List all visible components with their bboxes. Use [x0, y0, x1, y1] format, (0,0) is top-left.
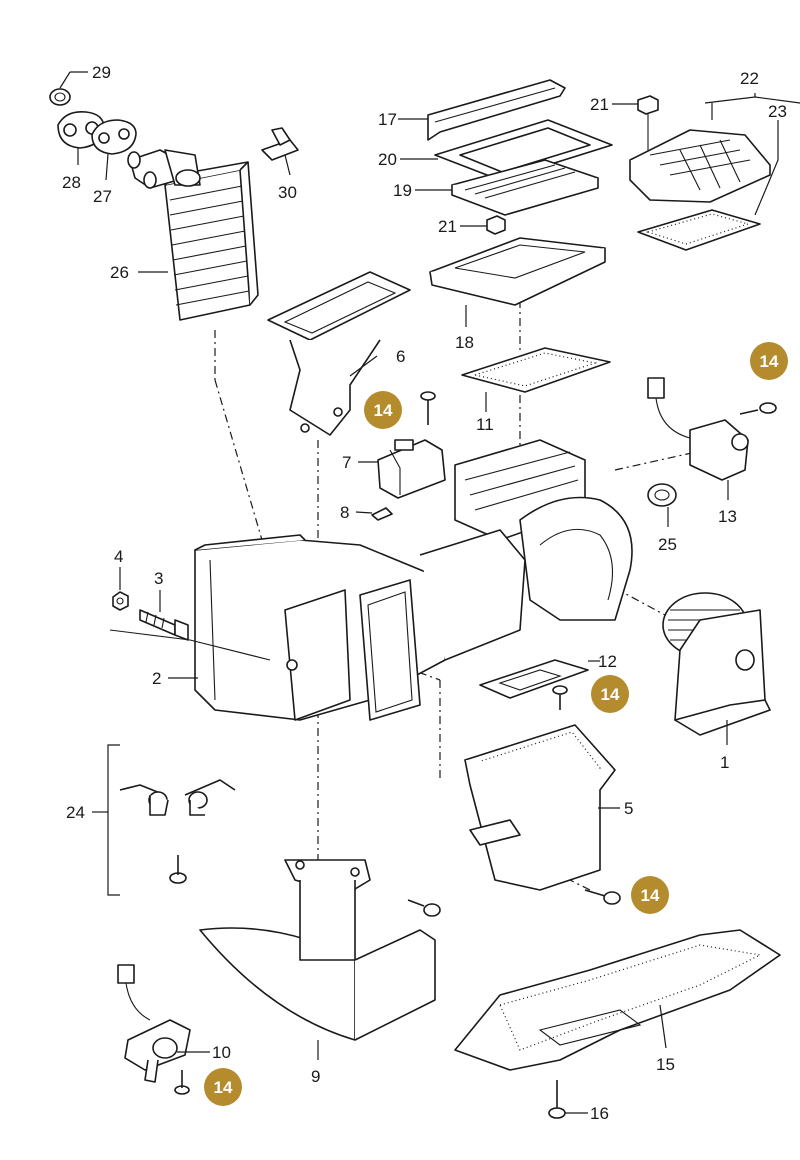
- screw-actuator-lower: [174, 1070, 190, 1095]
- screw-housing: [584, 889, 621, 905]
- part-13-actuator: [647, 377, 749, 481]
- badge-14-lower-left[interactable]: 14: [204, 1068, 242, 1106]
- badge-14-text: 14: [374, 401, 393, 420]
- part-20-filter-frame: [434, 119, 613, 181]
- screw-plate: [552, 685, 568, 710]
- label-19: 19: [393, 181, 412, 200]
- part-23-gasket: [637, 209, 761, 251]
- part-3-bolt: [139, 609, 189, 641]
- part-12-plate: [479, 659, 589, 699]
- label-27: 27: [93, 187, 112, 206]
- label-12: 12: [598, 652, 617, 671]
- part-17-seal-strip: [427, 79, 566, 141]
- part-30-clip: [261, 127, 299, 161]
- part-7-resistor: [377, 439, 446, 499]
- main-housing: [109, 439, 633, 721]
- label-24: 24: [66, 803, 85, 822]
- badge-14-text: 14: [601, 685, 620, 704]
- label-28: 28: [62, 173, 81, 192]
- part-29-clamp: [49, 88, 71, 106]
- label-15: 15: [656, 1055, 675, 1074]
- part-8-clip: [371, 507, 393, 521]
- label-1: 1: [720, 753, 729, 772]
- label-20: 20: [378, 150, 397, 169]
- part-15-floor-panel: [454, 929, 781, 1071]
- label-21-mid: 21: [438, 217, 457, 236]
- part-16-bolt: [548, 1080, 566, 1119]
- label-26: 26: [110, 263, 129, 282]
- label-30: 30: [278, 183, 297, 202]
- part-24-linkage: [107, 744, 236, 896]
- label-13: 13: [718, 507, 737, 526]
- part-9-lower-duct: [199, 859, 436, 1041]
- part-19-filter: [451, 159, 599, 216]
- label-3: 3: [154, 569, 163, 588]
- badge-14-text: 14: [760, 352, 779, 371]
- badge-14-upper-center[interactable]: 14: [364, 391, 402, 429]
- label-5: 5: [624, 799, 633, 818]
- label-10: 10: [212, 1043, 231, 1062]
- label-4: 4: [114, 547, 123, 566]
- leader-lines: [59, 71, 800, 1114]
- label-18: 18: [455, 333, 474, 352]
- badge-14-text: 14: [641, 886, 660, 905]
- part-26-heater-core: [127, 149, 259, 321]
- label-7: 7: [342, 453, 351, 472]
- label-8: 8: [340, 503, 349, 522]
- label-2: 2: [152, 669, 161, 688]
- label-16: 16: [590, 1104, 609, 1123]
- label-22: 22: [740, 69, 759, 88]
- screw-actuator: [739, 402, 777, 415]
- part-21-nut-mid: [486, 215, 506, 235]
- label-17: 17: [378, 110, 397, 129]
- label-25: 25: [658, 535, 677, 554]
- label-11: 11: [476, 415, 494, 434]
- label-29: 29: [92, 63, 111, 82]
- part-25-grommet: [647, 483, 677, 507]
- part-18-tray: [429, 237, 606, 306]
- part-4-nut: [112, 591, 129, 611]
- badge-14-middle-right[interactable]: 14: [591, 675, 629, 713]
- screw-duct: [407, 899, 441, 917]
- part-6-duct: [267, 271, 411, 436]
- badge-14-lower-right[interactable]: 14: [631, 876, 669, 914]
- part-1-blower-motor: [662, 592, 771, 736]
- part-5-housing: [464, 724, 616, 891]
- part-10-actuator: [117, 964, 191, 1083]
- part-22-cover: [629, 129, 771, 203]
- label-6: 6: [396, 347, 405, 366]
- badge-14-text: 14: [214, 1078, 233, 1097]
- part-27-gasket: [91, 119, 137, 155]
- part-labels: 29 28 27 30 26 17 20 19 21 21 22 23 18 6…: [62, 63, 787, 1123]
- badge-14-upper-right[interactable]: 14: [750, 342, 788, 380]
- label-23: 23: [768, 102, 787, 121]
- label-21-top: 21: [590, 95, 609, 114]
- label-9: 9: [311, 1067, 320, 1086]
- part-11-gasket: [461, 347, 611, 393]
- screw-upper-center: [420, 391, 436, 425]
